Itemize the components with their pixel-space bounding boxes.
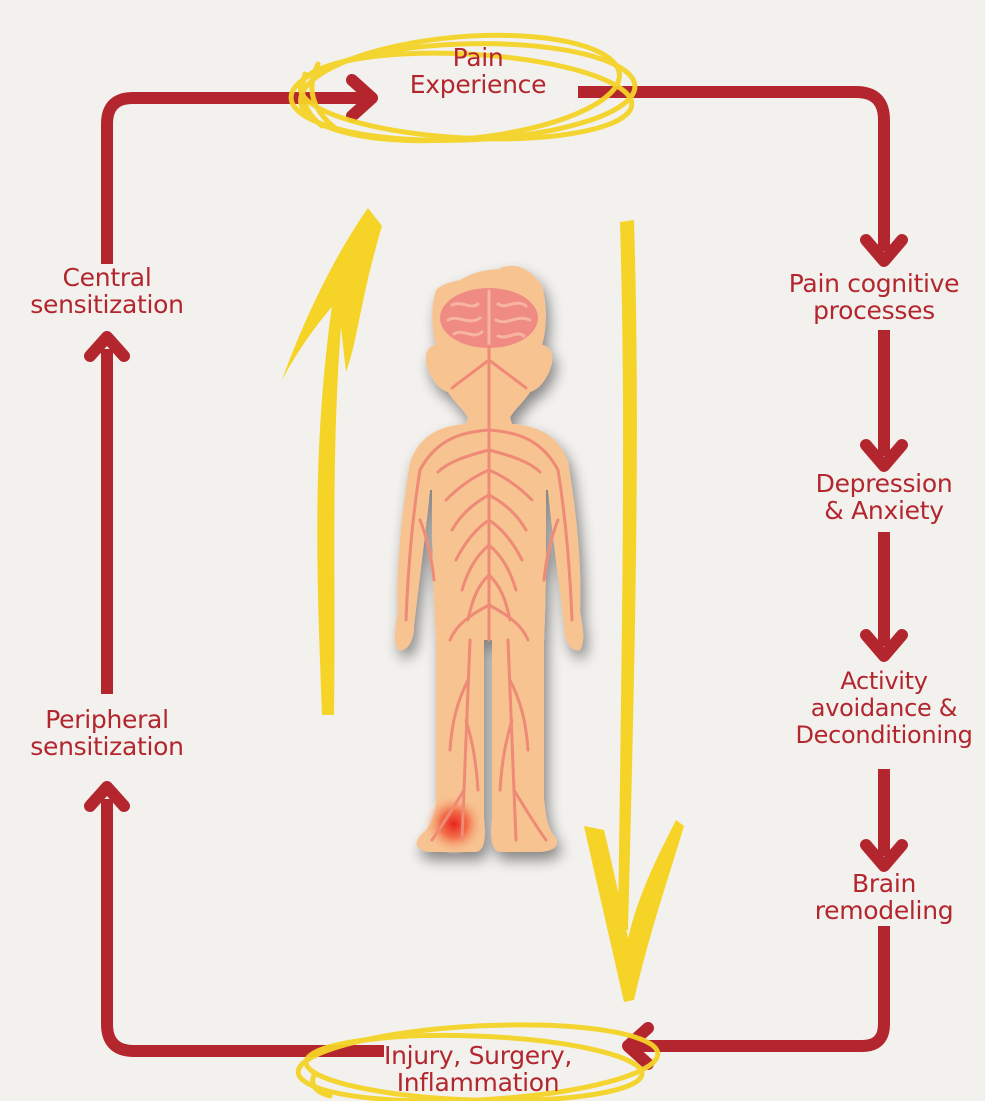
node-activity-avoidance: Activity avoidance & Deconditioning	[784, 668, 984, 749]
nervous-system	[406, 346, 572, 840]
activity-line2: avoidance &	[784, 695, 984, 722]
central-line1: Central	[2, 264, 212, 291]
pain-cognitive-line1: Pain cognitive	[764, 270, 984, 297]
node-brain-remodeling: Brain remodeling	[784, 870, 984, 924]
pain-experience-line2: Experience	[388, 71, 568, 98]
node-pain-cognitive-processes: Pain cognitive processes	[764, 270, 984, 324]
human-figure	[395, 266, 583, 854]
brain-remodeling-line1: Brain	[784, 870, 984, 897]
central-line2: sensitization	[2, 291, 212, 318]
peripheral-line1: Peripheral	[2, 706, 212, 733]
activity-line3: Deconditioning	[784, 722, 984, 749]
depression-line2: & Anxiety	[784, 497, 984, 524]
arrow-left-bottom-segment	[107, 805, 378, 1051]
node-peripheral-sensitization: Peripheral sensitization	[2, 706, 212, 760]
injury-line1: Injury, Surgery,	[358, 1042, 598, 1069]
node-depression-anxiety: Depression & Anxiety	[784, 470, 984, 524]
pain-cognitive-line2: processes	[764, 297, 984, 324]
brain-remodeling-line2: remodeling	[784, 897, 984, 924]
depression-line1: Depression	[784, 470, 984, 497]
pain-spot	[424, 794, 484, 854]
yellow-up-arrow	[282, 208, 382, 715]
pain-experience-line1: Pain	[388, 44, 568, 71]
activity-line1: Activity	[784, 668, 984, 695]
node-pain-experience: Pain Experience	[388, 44, 568, 98]
peripheral-line2: sensitization	[2, 733, 212, 760]
arrow-bottom-right-segment	[640, 932, 884, 1046]
yellow-down-arrow	[584, 220, 684, 1002]
node-injury-surgery-inflammation: Injury, Surgery, Inflammation	[358, 1042, 598, 1096]
brain-icon	[440, 288, 538, 348]
injury-line2: Inflammation	[358, 1069, 598, 1096]
node-central-sensitization: Central sensitization	[2, 264, 212, 318]
